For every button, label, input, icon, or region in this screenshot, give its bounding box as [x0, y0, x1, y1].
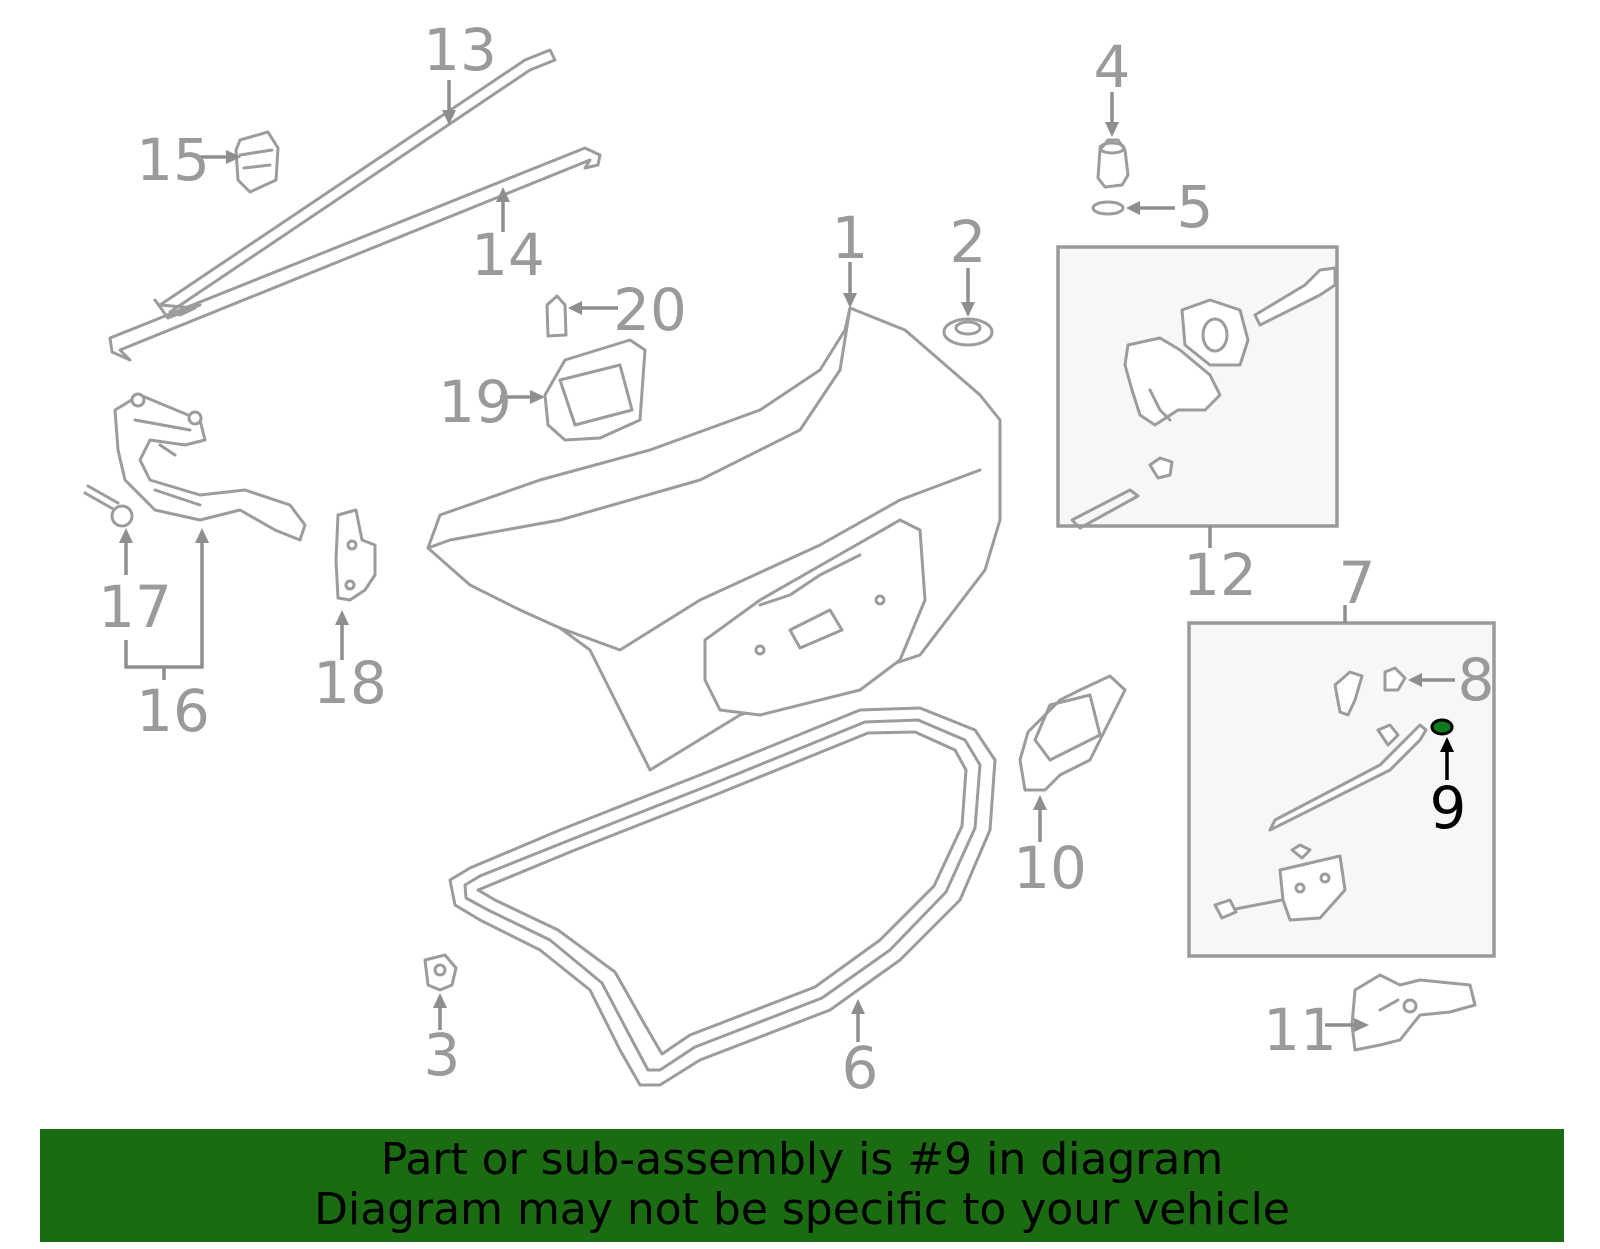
part-7-latch-assembly — [1213, 666, 1428, 922]
part-6-weatherstrip — [448, 706, 997, 1087]
part-2-grommet — [942, 317, 994, 347]
leader-lines — [119, 80, 1455, 1042]
part-18-bracket — [334, 508, 377, 602]
callout-18: 18 — [313, 649, 387, 717]
callout-15: 15 — [136, 126, 210, 194]
callout-1: 1 — [832, 204, 869, 272]
banner-disclaimer: Diagram may not be specific to your vehi… — [314, 1184, 1290, 1235]
callout-6: 6 — [842, 1034, 879, 1102]
callout-9[interactable]: 9 — [1430, 774, 1467, 842]
callout-2: 2 — [950, 208, 987, 276]
callout-8: 8 — [1458, 646, 1495, 714]
part-14-torsion-rod — [108, 146, 602, 362]
part-13-support-rod — [153, 48, 557, 320]
part-5-o-ring — [1091, 200, 1125, 216]
part-10-cover — [1018, 674, 1127, 792]
part-4-lock-cylinder — [1096, 138, 1130, 189]
callout-7: 7 — [1339, 549, 1376, 617]
part-17-bolt — [83, 484, 134, 528]
callout-20: 20 — [613, 276, 687, 344]
callout-10: 10 — [1013, 834, 1087, 902]
callout-12: 12 — [1183, 541, 1257, 609]
part-19-handle — [543, 338, 647, 442]
callout-14: 14 — [471, 221, 545, 289]
callout-3: 3 — [424, 1021, 461, 1089]
callout-13: 13 — [423, 16, 497, 84]
part-20-bumper — [545, 294, 568, 338]
part-15-clip — [234, 130, 280, 194]
part-3-nut — [423, 953, 458, 992]
callout-4: 4 — [1094, 33, 1131, 101]
part-12-lock-assembly — [1070, 266, 1337, 530]
part-1-trunk-lid — [426, 306, 1002, 772]
callout-numbers: 1 2 3 4 5 6 7 8 9 10 11 12 13 14 15 16 1… — [98, 16, 1494, 1102]
diagram-canvas: 1 2 3 4 5 6 7 8 9 10 11 12 13 14 15 16 1… — [83, 16, 1496, 1102]
part-9-highlighted[interactable] — [1430, 718, 1454, 736]
callout-11: 11 — [1263, 996, 1337, 1064]
callout-17: 17 — [98, 573, 172, 641]
part-11-striker — [1350, 973, 1477, 1052]
callout-16: 16 — [136, 677, 210, 745]
part-16-hinge — [113, 392, 307, 542]
info-banner: Part or sub-assembly is #9 in diagram Di… — [40, 1129, 1564, 1242]
callout-19: 19 — [438, 368, 512, 436]
banner-part-note: Part or sub-assembly is #9 in diagram — [380, 1134, 1224, 1185]
callout-5: 5 — [1177, 173, 1214, 241]
